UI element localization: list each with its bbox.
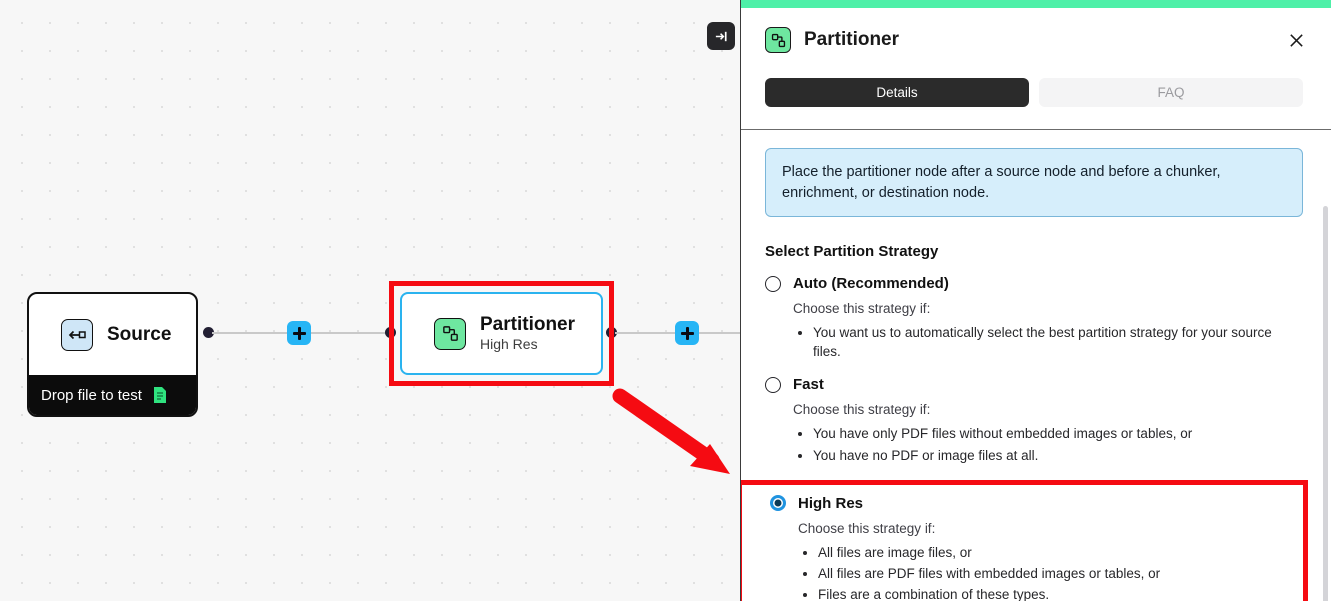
option-high-res-bullets: All files are image files, or All files …	[818, 543, 1303, 601]
option-fast-sub: Choose this strategy if:	[793, 402, 931, 418]
node-source[interactable]: Source Drop file to test	[27, 292, 198, 417]
node-partitioner[interactable]: Partitioner High Res	[400, 292, 603, 375]
radio-auto[interactable]	[765, 275, 781, 292]
close-icon[interactable]	[1283, 27, 1309, 53]
option-fast[interactable]: Fast Choose this strategy if: You have o…	[765, 376, 1303, 464]
source-import-icon	[61, 318, 93, 351]
option-fast-bullets: You have only PDF files without embedded…	[813, 424, 1303, 464]
source-output-port[interactable]	[203, 327, 214, 338]
annotation-red-box-partitioner	[389, 281, 614, 386]
document-icon	[153, 387, 166, 403]
list-item: All files are image files, or	[818, 543, 1303, 562]
option-fast-label: Fast	[793, 376, 824, 394]
node-source-title: Source	[107, 323, 172, 345]
option-high-res-sub: Choose this strategy if:	[798, 520, 936, 536]
node-partitioner-texts: Partitioner High Res	[480, 313, 576, 353]
option-high-res-head[interactable]: High Res	[770, 495, 1303, 512]
strategy-heading: Select Partition Strategy	[765, 243, 939, 261]
details-panel: Partitioner Details FAQ Place the partit…	[740, 0, 1331, 601]
node-source-footer[interactable]: Drop file to test	[29, 375, 196, 415]
option-auto-head[interactable]: Auto (Recommended)	[765, 275, 1303, 292]
panel-tabs: Details FAQ	[741, 78, 1331, 107]
tab-faq[interactable]: FAQ	[1039, 78, 1303, 107]
info-callout: Place the partitioner node after a sourc…	[765, 148, 1303, 218]
arrow-to-bar-icon	[715, 31, 727, 41]
option-auto-sub: Choose this strategy if:	[793, 301, 931, 317]
option-fast-head[interactable]: Fast	[765, 376, 1303, 393]
list-item: You have only PDF files without embedded…	[813, 424, 1303, 443]
partitioner-split-icon	[434, 317, 466, 350]
annotation-red-arrow	[612, 388, 730, 474]
node-partitioner-title: Partitioner	[480, 313, 576, 335]
radio-high-res[interactable]	[770, 495, 786, 512]
partitioner-split-icon	[765, 27, 791, 53]
list-item: Files are a combination of these types.	[818, 585, 1303, 601]
annotation-red-box-high-res: High Res Choose this strategy if: All fi…	[741, 479, 1308, 601]
option-high-res[interactable]: High Res Choose this strategy if: All fi…	[770, 495, 1303, 601]
panel-title: Partitioner	[804, 29, 900, 50]
panel-header: Partitioner	[741, 8, 1331, 72]
node-source-body: Source	[29, 294, 196, 375]
add-node-button-left[interactable]	[287, 321, 311, 345]
tab-details[interactable]: Details	[765, 78, 1029, 107]
panel-content: Place the partitioner node after a sourc…	[741, 130, 1331, 601]
list-item: You have no PDF or image files at all.	[813, 446, 1303, 465]
option-auto[interactable]: Auto (Recommended) Choose this strategy …	[765, 275, 1303, 361]
workflow-canvas[interactable]: Source Drop file to test Parti	[0, 0, 740, 601]
list-item: All files are PDF files with embedded im…	[818, 564, 1303, 583]
drop-file-label: Drop file to test	[41, 386, 142, 404]
panel-scrollbar[interactable]	[1323, 206, 1328, 601]
collapse-panel-button[interactable]	[707, 22, 735, 50]
list-item: You want us to automatically select the …	[813, 323, 1303, 361]
radio-fast[interactable]	[765, 376, 781, 393]
panel-divider	[741, 129, 1331, 130]
panel-accent-bar	[741, 0, 1331, 8]
option-high-res-label: High Res	[798, 494, 864, 512]
add-node-button-right[interactable]	[675, 321, 699, 345]
option-auto-label: Auto (Recommended)	[793, 275, 949, 293]
option-auto-bullets: You want us to automatically select the …	[813, 323, 1303, 361]
node-partitioner-subtitle: High Res	[480, 336, 538, 353]
